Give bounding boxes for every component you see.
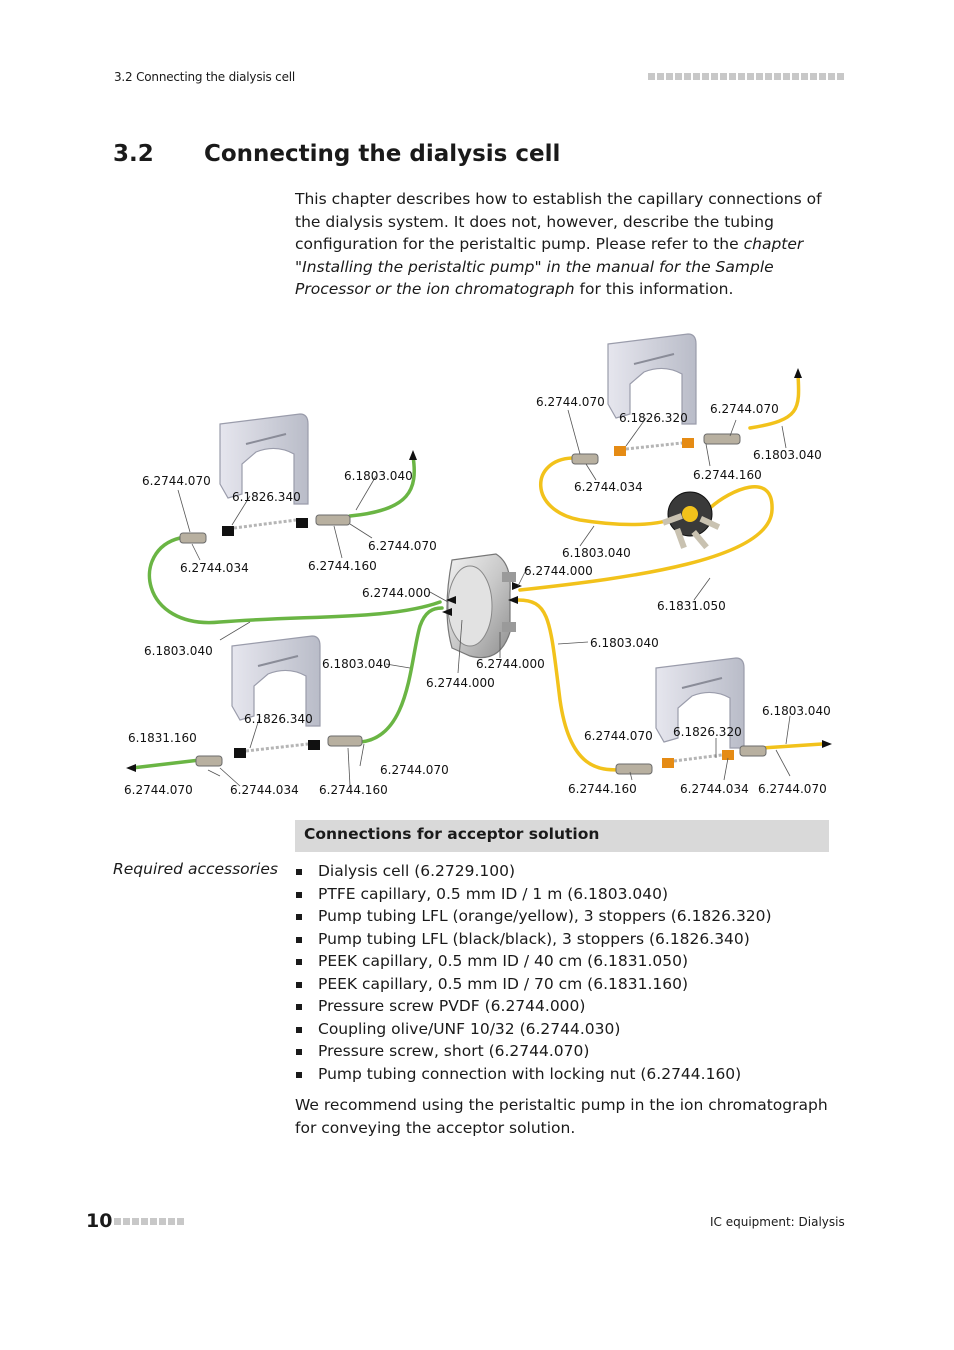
intro-text-before: This chapter describes how to establish … [295, 190, 822, 254]
label-pvdf-screw-upper-left: 6.2744.000 [362, 586, 431, 600]
label-yellow-screw-lower-right: 6.2744.070 [758, 782, 827, 796]
label-capillary-yellow-loop: 6.1803.040 [562, 546, 631, 560]
label-olive-yellow-upper: 6.2744.034 [574, 480, 643, 494]
acceptor-solution-heading: Connections for acceptor solution [295, 820, 829, 852]
label-green-screw-left: 6.2744.070 [142, 474, 211, 488]
intro-text-after: for this information. [574, 280, 734, 299]
label-pvdf-screw-bottom: 6.2744.000 [426, 676, 495, 690]
list-item: Pump tubing connection with locking nut … [295, 1063, 772, 1086]
label-olive-upper: 6.2744.034 [180, 561, 249, 575]
label-capillary-green-loop: 6.1803.040 [144, 644, 213, 658]
list-item: PTFE capillary, 0.5 mm ID / 1 m (6.1803.… [295, 883, 772, 906]
label-olive-yellow-lower: 6.2744.034 [680, 782, 749, 796]
pump-cassette-icon [607, 333, 697, 425]
pump-cassette-icon [219, 413, 309, 505]
label-tubing-connection-lower: 6.2744.160 [319, 783, 388, 797]
list-item: Pressure screw PVDF (6.2744.000) [295, 995, 772, 1018]
label-pump-tubing-lower: 6.1826.340 [244, 712, 313, 726]
label-screw-lower-right: 6.2744.070 [380, 763, 449, 777]
band-title: Connections for acceptor solution [304, 825, 600, 843]
label-capillary-green-top: 6.1803.040 [344, 469, 413, 483]
label-yellow-screw-lower: 6.2744.070 [584, 729, 653, 743]
list-item: Dialysis cell (6.2729.100) [295, 860, 772, 883]
callout-labels: 6.2744.070 6.1826.340 6.1803.040 6.2744.… [124, 395, 831, 797]
label-peek-capillary: 6.1831.160 [128, 731, 197, 745]
pump-tubing-black-lower [195, 735, 363, 767]
label-capillary-yellow-right: 6.1803.040 [762, 704, 831, 718]
label-tubing-connection-upper: 6.2744.160 [308, 559, 377, 573]
recommendation-paragraph: We recommend using the peristaltic pump … [295, 1096, 828, 1137]
intro-paragraph: This chapter describes how to establish … [295, 188, 835, 301]
list-item: Pump tubing LFL (black/black), 3 stopper… [295, 928, 772, 951]
pump-tubing-black-upper [179, 514, 351, 544]
label-yellow-screw-top-left: 6.2744.070 [536, 395, 605, 409]
list-item: PEEK capillary, 0.5 mm ID / 40 cm (6.183… [295, 950, 772, 973]
label-pump-tubing-upper: 6.1826.340 [232, 490, 301, 504]
diagram-svg: 6.2744.070 6.1826.340 6.1803.040 6.2744.… [124, 333, 832, 797]
list-item: Pressure screw, short (6.2744.070) [295, 1040, 772, 1063]
label-capillary-yellow-lower: 6.1803.040 [590, 636, 659, 650]
intro-italic-reference: chapter "Installing the peristaltic pump… [295, 235, 804, 299]
pump-cassette-icon [655, 657, 745, 749]
pump-tubing-orange-upper [571, 433, 741, 465]
label-screw-lower-left: 6.2744.070 [124, 783, 193, 797]
label-yellow-screw-top-right: 6.2744.070 [710, 402, 779, 416]
valve-icon [662, 491, 721, 550]
label-tubing-connection-yellow-upper: 6.2744.160 [693, 468, 762, 482]
label-tubing-connection-yellow-lower: 6.2744.160 [568, 782, 637, 796]
label-pvdf-screw-upper-right: 6.2744.000 [524, 564, 593, 578]
arrow-icon [126, 368, 832, 772]
section-title: Connecting the dialysis cell [204, 141, 561, 167]
label-olive-lower: 6.2744.034 [230, 783, 299, 797]
label-pump-tubing-orange-lower: 6.1826.320 [673, 725, 742, 739]
pump-tubing-orange-lower [615, 745, 767, 775]
list-item: Coupling olive/UNF 10/32 (6.2744.030) [295, 1018, 772, 1041]
list-item: Pump tubing LFL (orange/yellow), 3 stopp… [295, 905, 772, 928]
footer-doc-title: IC equipment: Dialysis [710, 1215, 845, 1229]
label-peek-capillary-050: 6.1831.050 [657, 599, 726, 613]
label-pump-tubing-orange-upper: 6.1826.320 [619, 411, 688, 425]
green-capillaries [130, 454, 444, 770]
callout-leaders [177, 409, 791, 787]
label-capillary-yellow-top: 6.1803.040 [753, 448, 822, 462]
dialysis-cell-icon [446, 553, 516, 659]
label-screw-upper-right: 6.2744.070 [368, 539, 437, 553]
section-number: 3.2 [113, 141, 154, 167]
required-accessories-label: Required accessories [113, 860, 278, 878]
yellow-capillaries [516, 372, 824, 772]
page-number: 10 [86, 1210, 113, 1232]
list-item: PEEK capillary, 0.5 mm ID / 70 cm (6.183… [295, 973, 772, 996]
dialysis-connection-diagram: 6.2744.070 6.1826.340 6.1803.040 6.2744.… [110, 330, 840, 810]
label-pvdf-screw-right: 6.2744.000 [476, 657, 545, 671]
pump-cassette-icon [231, 635, 321, 727]
footer-dots [114, 1218, 184, 1225]
running-header: 3.2 Connecting the dialysis cell [114, 70, 296, 84]
accessories-list: Dialysis cell (6.2729.100) PTFE capillar… [295, 860, 772, 1085]
label-capillary-green-lower: 6.1803.040 [322, 657, 391, 671]
header-dots [648, 73, 844, 80]
